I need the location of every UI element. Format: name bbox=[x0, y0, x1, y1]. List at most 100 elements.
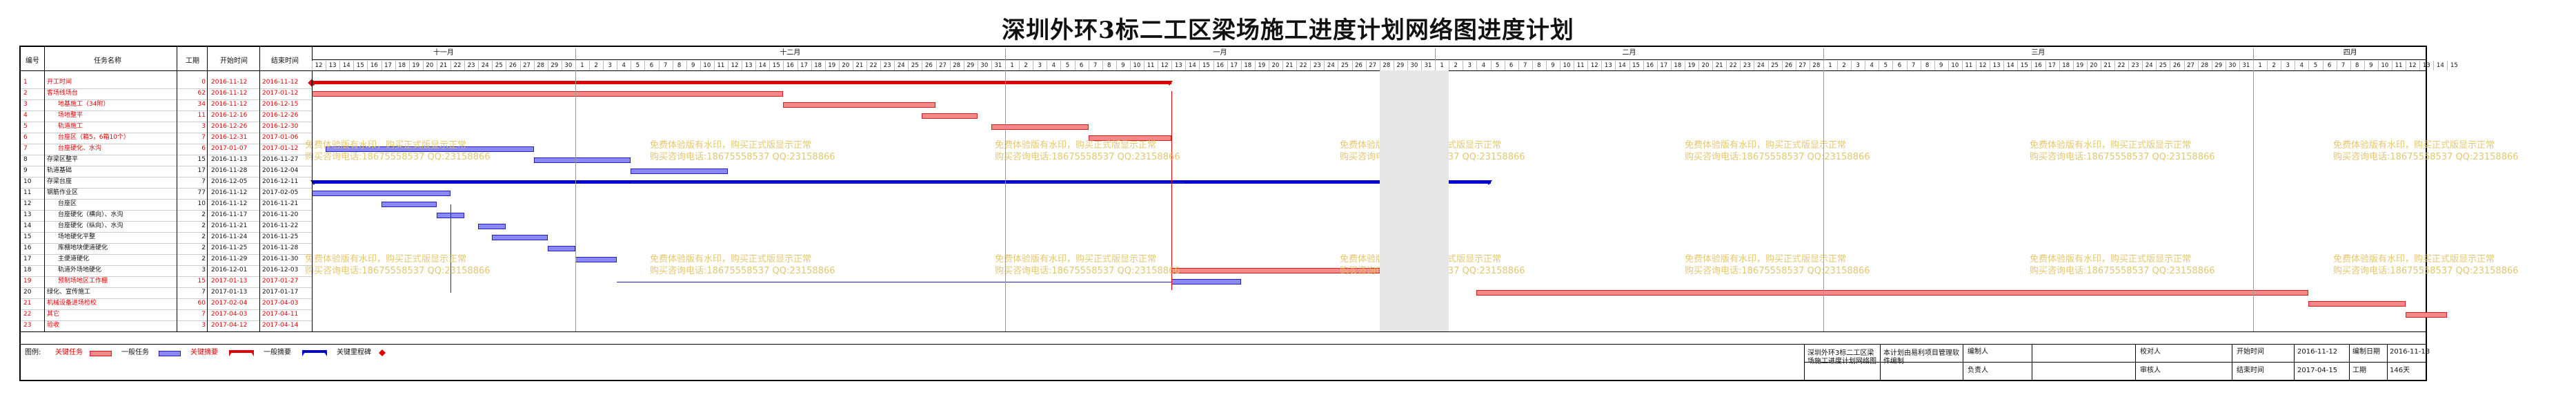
summary-cap-right bbox=[1485, 180, 1492, 185]
day-label: 3 bbox=[2286, 62, 2290, 69]
day-label: 14 bbox=[1618, 62, 1626, 69]
day-tick bbox=[1726, 61, 1727, 70]
task-name: 轨道施工 bbox=[58, 123, 83, 130]
footer-project-name: 深圳外环3标二工区梁场施工进度计划网络图 bbox=[1807, 349, 1876, 365]
task-no: 14 bbox=[23, 222, 32, 229]
day-label: 13 bbox=[1992, 62, 2001, 69]
task-no: 5 bbox=[23, 123, 28, 130]
day-label: 24 bbox=[897, 62, 905, 69]
day-label: 25 bbox=[495, 62, 503, 69]
day-tick bbox=[1837, 61, 1838, 70]
month-label: 十一月 bbox=[433, 49, 454, 57]
day-tick bbox=[450, 61, 451, 70]
summary-bar bbox=[312, 81, 1172, 84]
summary-bar bbox=[312, 180, 1491, 184]
holiday-shading bbox=[1379, 70, 1449, 331]
day-tick bbox=[2267, 61, 2268, 70]
day-label: 7 bbox=[1093, 62, 1098, 69]
day-label: 31 bbox=[1424, 62, 1432, 69]
row-divider bbox=[21, 232, 312, 233]
day-tick bbox=[1948, 61, 1949, 70]
task-name: 开工时间 bbox=[47, 79, 72, 86]
task-start: 2016-11-17 bbox=[211, 211, 248, 218]
day-tick bbox=[1961, 61, 1963, 70]
watermark-line: 免费体验版有水印，购买正式版显示正常 bbox=[305, 254, 467, 264]
day-label: 13 bbox=[744, 62, 753, 69]
task-duration: 7 bbox=[201, 311, 206, 318]
day-tick bbox=[866, 61, 867, 70]
day-label: 28 bbox=[1812, 62, 1821, 69]
day-tick bbox=[1587, 61, 1589, 70]
day-label: 11 bbox=[2395, 62, 2403, 69]
day-label: 1 bbox=[1828, 62, 1832, 69]
day-label: 28 bbox=[953, 62, 961, 69]
day-label: 7 bbox=[2341, 62, 2346, 69]
task-bar-normal bbox=[492, 235, 548, 240]
day-label: 10 bbox=[703, 62, 711, 69]
day-label: 4 bbox=[1481, 62, 1486, 69]
task-duration: 11 bbox=[197, 112, 206, 119]
day-tick bbox=[339, 61, 341, 70]
task-name: 机械设备进场检校 bbox=[47, 300, 97, 307]
task-bar-critical bbox=[1476, 290, 2309, 296]
day-tick bbox=[1282, 61, 1283, 70]
day-label: 13 bbox=[1174, 62, 1182, 69]
day-label: 12 bbox=[1590, 62, 1598, 69]
watermark-text: 免费体验版有水印，购买正式版显示正常购买咨询电话:18675558537 QQ:… bbox=[995, 139, 1180, 163]
task-duration: 0 bbox=[201, 79, 206, 86]
task-name: 场地硬化平整 bbox=[58, 233, 96, 240]
day-tick bbox=[1365, 61, 1367, 70]
day-label: 27 bbox=[1369, 62, 1377, 69]
day-label: 1 bbox=[2258, 62, 2262, 69]
task-name: 存梁区整平 bbox=[47, 156, 79, 163]
task-start: 2016-12-01 bbox=[211, 267, 248, 273]
watermark-line: 购买咨询电话:18675558537 QQ:23158866 bbox=[305, 266, 491, 276]
legend-normal-swatch bbox=[159, 351, 181, 356]
day-label: 28 bbox=[1383, 62, 1391, 69]
task-start: 2016-12-16 bbox=[211, 112, 248, 119]
day-label: 24 bbox=[2145, 62, 2153, 69]
day-label: 22 bbox=[869, 62, 878, 69]
day-tick bbox=[2253, 61, 2254, 70]
day-label: 10 bbox=[1133, 62, 1141, 69]
task-start: 2016-11-21 bbox=[211, 222, 248, 229]
col-header-start: 开始时间 bbox=[220, 57, 248, 65]
task-duration: 77 bbox=[197, 189, 206, 196]
footer-end-value: 2017-04-15 bbox=[2297, 367, 2338, 374]
day-label: 14 bbox=[758, 62, 766, 69]
day-tick bbox=[2308, 61, 2310, 70]
row-divider bbox=[21, 110, 312, 111]
day-label: 29 bbox=[967, 62, 975, 69]
day-tick bbox=[2350, 61, 2351, 70]
row-divider bbox=[21, 243, 312, 244]
task-no: 11 bbox=[23, 189, 32, 196]
task-name: 其它 bbox=[47, 311, 60, 318]
day-label: 21 bbox=[1285, 62, 1294, 69]
day-tick bbox=[1545, 61, 1547, 70]
task-end: 2016-11-27 bbox=[262, 156, 299, 163]
task-end: 2017-01-12 bbox=[262, 90, 299, 97]
task-duration: 6 bbox=[201, 145, 206, 152]
task-duration: 10 bbox=[197, 200, 206, 207]
day-label: 12 bbox=[731, 62, 739, 69]
watermark-text: 免费体验版有水印，购买正式版显示正常购买咨询电话:18675558537 QQ:… bbox=[2333, 139, 2519, 163]
row-divider bbox=[21, 287, 312, 288]
month-label: 二月 bbox=[1622, 49, 1636, 57]
day-label: 22 bbox=[453, 62, 462, 69]
watermark-line: 购买咨询电话:18675558537 QQ:23158866 bbox=[2333, 152, 2519, 162]
day-label: 18 bbox=[1244, 62, 1252, 69]
month-label: 三月 bbox=[2031, 49, 2045, 57]
day-tick bbox=[1116, 61, 1117, 70]
day-tick bbox=[1781, 61, 1783, 70]
day-tick bbox=[2045, 61, 2046, 70]
task-bar-normal bbox=[381, 202, 437, 207]
day-tick bbox=[1435, 61, 1436, 70]
row-divider bbox=[21, 88, 312, 89]
month-divider bbox=[312, 59, 2426, 60]
day-tick bbox=[894, 61, 895, 70]
day-tick bbox=[686, 61, 687, 70]
day-tick bbox=[1144, 61, 1145, 70]
legend-critical-text: 关键任务 bbox=[55, 349, 83, 356]
footer-dur-value: 146天 bbox=[2390, 367, 2410, 374]
day-tick bbox=[824, 61, 826, 70]
